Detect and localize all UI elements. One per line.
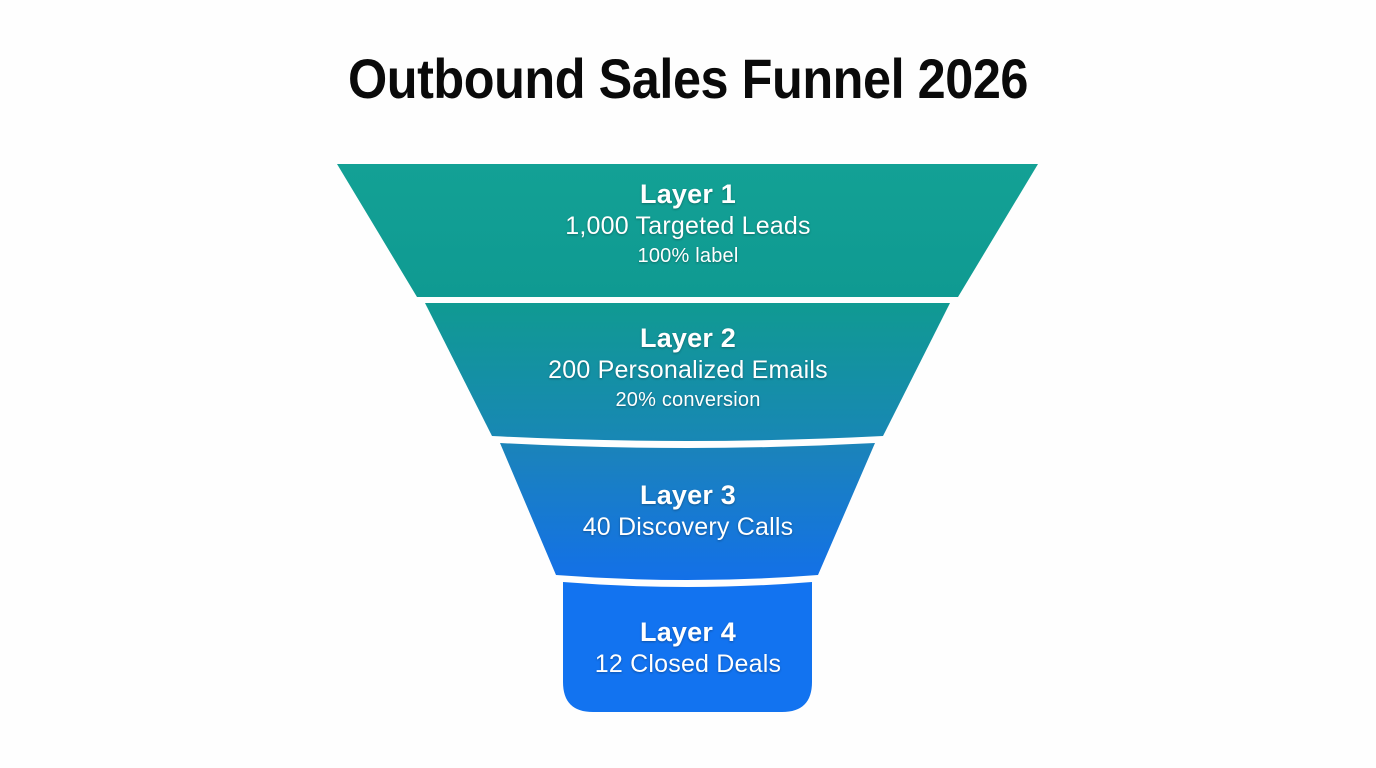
funnel-segment-layer-1[interactable]: [337, 164, 1038, 297]
funnel-segment-layer-3[interactable]: [500, 443, 875, 580]
funnel-segment-layer-2[interactable]: [425, 303, 950, 441]
funnel-segment-layer-4[interactable]: [563, 582, 812, 712]
page-title: Outbound Sales Funnel 2026: [347, 47, 1029, 110]
